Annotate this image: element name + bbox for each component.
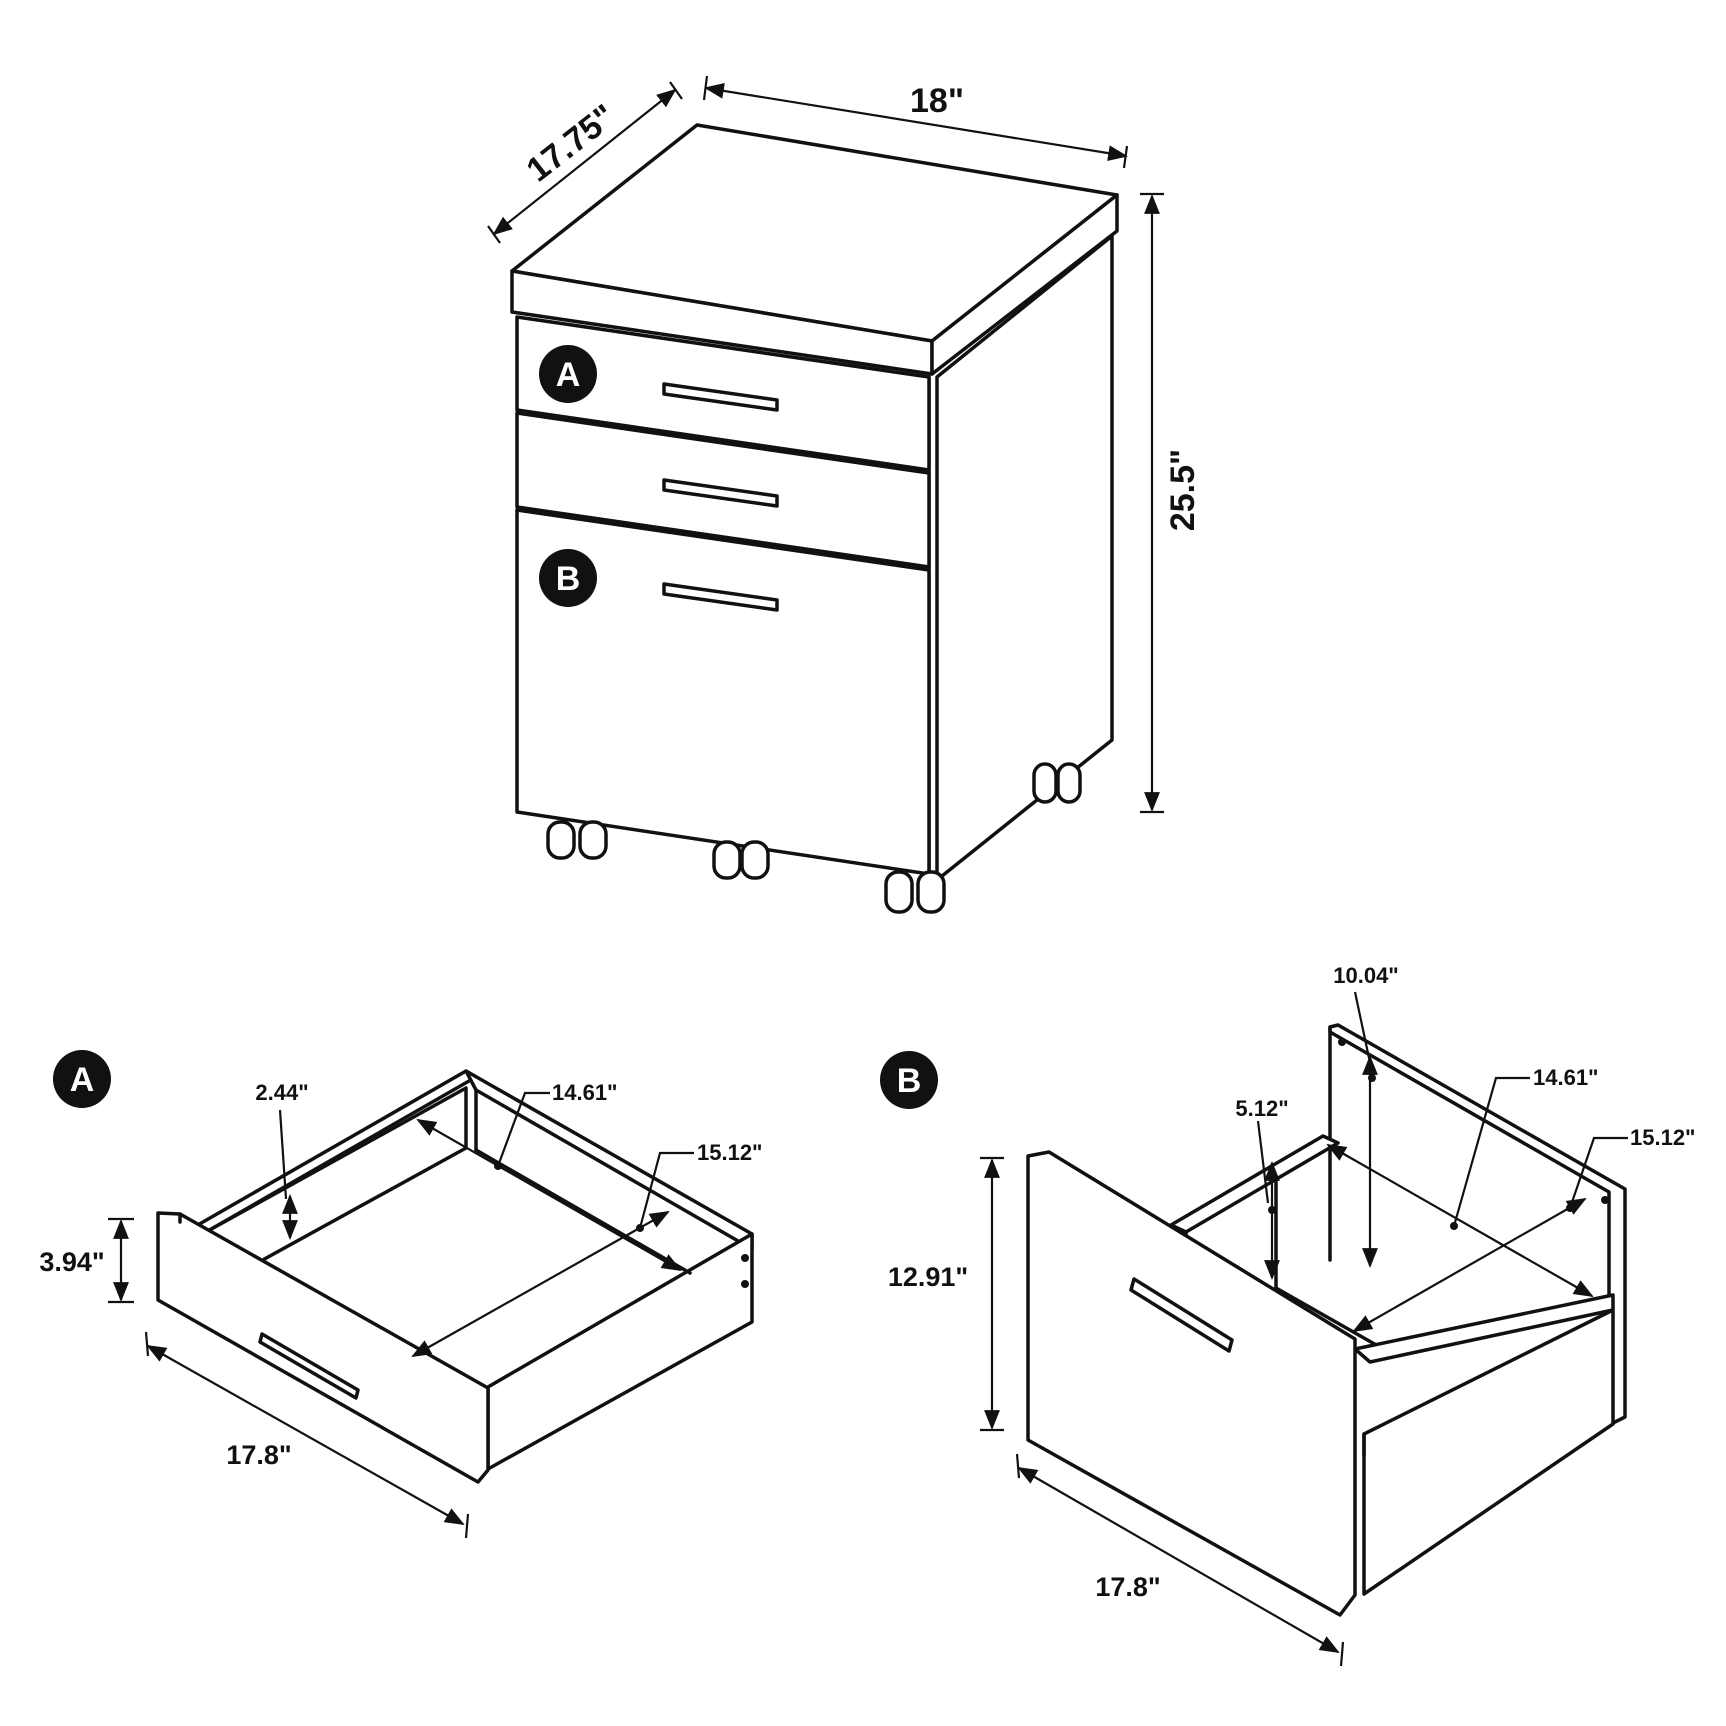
drawer-middle-handle — [662, 478, 779, 508]
drawer-a-inner-length-line — [411, 1211, 670, 1357]
drawer-b-side-outer — [1362, 1308, 1615, 1596]
drawer-b-handle — [662, 582, 779, 612]
cabinet-top-side-edge — [930, 193, 1119, 376]
drawer-a-front-width-label: 17.8" — [226, 1440, 291, 1470]
svg-text:B: B — [897, 1062, 922, 1100]
depth-dimension-line — [492, 88, 677, 236]
drawer-a-back-inner — [204, 1086, 468, 1269]
drawer-a-front-panel — [156, 1211, 490, 1484]
drawer-b-inner-length-line — [1352, 1198, 1587, 1332]
drawer-b-inner-width-line — [1326, 1144, 1594, 1297]
drawer-a-inner-width-label: 14.61" — [552, 1080, 617, 1105]
drawer-b-inner-width-label: 14.61" — [1533, 1065, 1598, 1090]
drawer-a-front-width-line — [146, 1345, 465, 1525]
drawer-b-badge: B — [880, 1051, 938, 1109]
drawer-a-inner-depth-label: 2.44" — [255, 1080, 308, 1105]
cabinet-badge-b: B — [539, 549, 597, 607]
drawer-a-height-label: 3.94" — [39, 1247, 104, 1277]
drawer-a-side-outer — [486, 1232, 754, 1471]
drawer-b-handle-detail — [1129, 1277, 1234, 1353]
drawer-a-handle — [662, 382, 779, 412]
svg-text:B: B — [556, 560, 581, 598]
cabinet-height-label: 25.5" — [1164, 449, 1202, 531]
cabinet-badge-a: A — [539, 345, 597, 403]
drawer-b-detail: B 12.91" 17.8" 5.12" 10.0 — [880, 963, 1695, 1667]
file-cabinet: A B — [510, 123, 1119, 914]
drawer-b-height-label: 12.91" — [888, 1262, 968, 1292]
drawer-a-badge: A — [53, 1050, 111, 1108]
drawer-b-inner-depth-label: 5.12" — [1235, 1096, 1288, 1121]
svg-text:A: A — [556, 356, 581, 394]
drawer-a-inner-width-line — [416, 1119, 682, 1271]
drawer-a-inner-length-label: 15.12" — [697, 1140, 762, 1165]
cabinet-width-label: 18" — [910, 82, 964, 120]
drawer-b-front-width-label: 17.8" — [1095, 1572, 1160, 1602]
width-dimension-line — [704, 83, 1128, 161]
drawer-b-back-height-label: 10.04" — [1333, 963, 1398, 988]
drawer-a-detail: A 3.94" 17.8" 2.44" 14.61" — [39, 1050, 762, 1539]
caster-wheels — [546, 762, 1082, 914]
drawer-b-inner-back-top — [1169, 1134, 1340, 1234]
cabinet-side-panel — [935, 234, 1114, 882]
svg-text:A: A — [70, 1061, 95, 1099]
drawer-b-inner-length-label: 15.12" — [1630, 1125, 1695, 1150]
drawer-b-front-width-line — [1017, 1467, 1340, 1653]
